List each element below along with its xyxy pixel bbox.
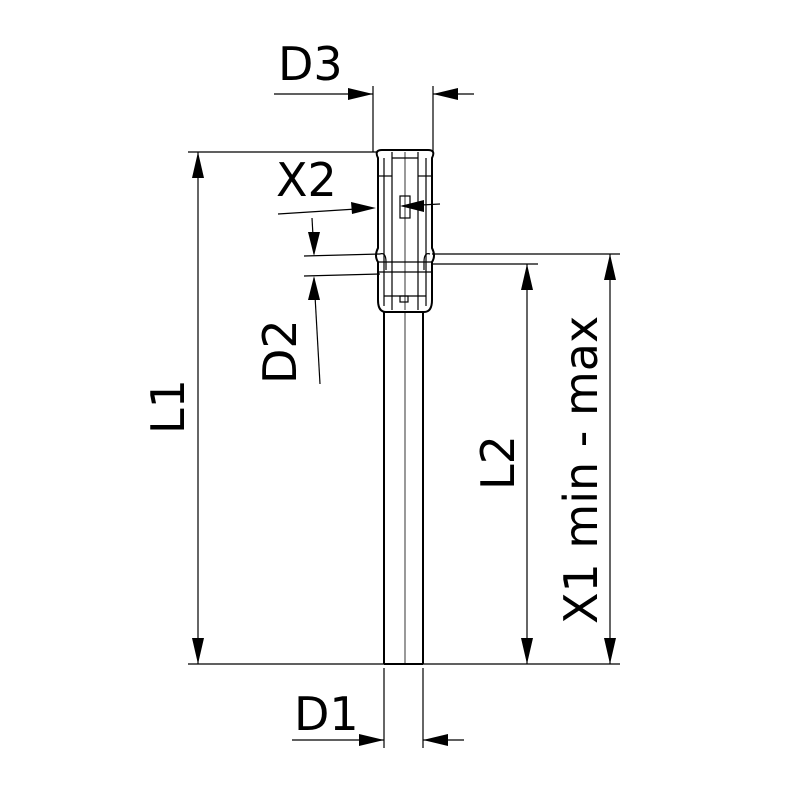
- label-d1: D1: [294, 687, 359, 741]
- dimension-l2: L2: [423, 263, 620, 665]
- dimension-d3: D3: [274, 37, 474, 152]
- label-l1: L1: [141, 379, 195, 434]
- label-x2: X2: [276, 153, 337, 207]
- dimension-d1: D1: [292, 668, 464, 748]
- label-l2: L2: [471, 435, 525, 490]
- dimension-d2: D2: [253, 217, 381, 385]
- tube-part: [383, 312, 424, 665]
- coupling-head: [375, 149, 435, 313]
- label-d2: D2: [253, 319, 307, 384]
- dimension-x1: X1 min - max: [432, 253, 620, 664]
- label-x1: X1 min - max: [554, 316, 608, 624]
- label-d3: D3: [278, 37, 343, 91]
- dimension-x2: X2: [276, 153, 441, 215]
- dimension-l1: L1: [141, 151, 384, 665]
